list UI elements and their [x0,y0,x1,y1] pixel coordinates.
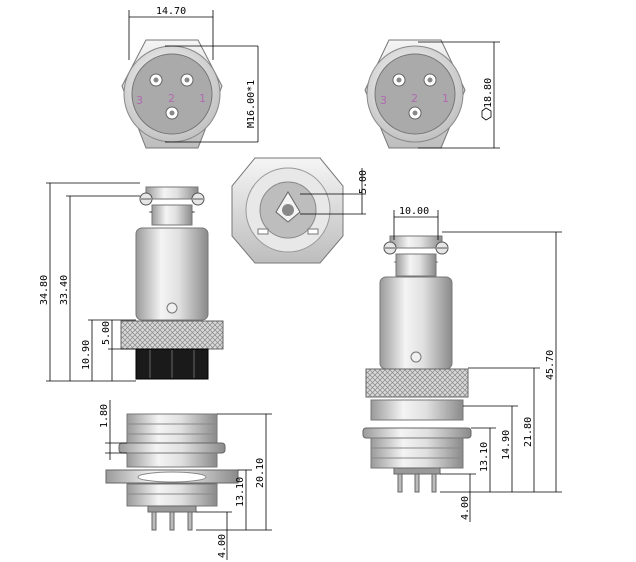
socket-side-view [362,235,472,493]
dim-label: 10.00 [399,206,429,217]
dim-label: 33.40 [59,275,70,305]
dim-label: 14.90 [501,430,512,460]
dim-plug-total-height: 34.80 [39,182,140,382]
dim-socket-lower-height: 21.80 [468,367,540,492]
dim-plug-pin-height: 5.00 [101,320,136,381]
dim-label: 13.10 [479,442,490,472]
dim-top-view-width: 14.70 [128,6,214,60]
dim-label: 10.90 [81,340,92,370]
dim-label: M16.00*1 [246,80,257,128]
mount-side-view [105,413,239,531]
dim-label: 45.70 [545,350,556,380]
dim-thread-size: M16.00*1 [165,45,259,143]
dim-bottom-pin-height: 4.00 [196,511,232,560]
dim-label: 18.80 [483,78,494,108]
dim-socket-thread-height: 13.10 [471,427,496,492]
dim-panel-width: 10.00 [393,206,439,240]
dim-label: 13.10 [235,477,246,507]
dim-label: 4.00 [217,534,228,558]
dim-pin-spacing: 5.00 [300,168,369,215]
pin-label-2: 2 [168,92,175,105]
plug-side-view [120,186,224,380]
pin-label-1: 1 [442,92,449,105]
dim-socket-pin-height: 4.00 [440,473,476,522]
dim-label: 4.00 [460,496,471,520]
plug-front-view: 3 2 1 [121,39,223,149]
dim-label: 5.00 [358,170,369,194]
hex-symbol-icon [481,107,492,121]
dim-label: 21.80 [523,417,534,447]
panel-rear-view [231,157,344,264]
dim-label: 1.80 [99,404,110,428]
pin-label-2: 2 [411,92,418,105]
dim-bottom-flange-thickness: 1.80 [99,400,127,460]
pin-label-1: 1 [199,92,206,105]
dim-bottom-total-height: 20.10 [196,413,272,531]
dim-hex-across-flats: 18.80 [418,41,500,149]
dim-bottom-thread-height: 13.10 [235,469,252,530]
dim-label: 34.80 [39,275,50,305]
dim-label: 14.70 [156,6,186,17]
dim-socket-mid-height: 14.90 [463,405,518,492]
dim-label: 20.10 [255,458,266,488]
dim-socket-total-height: 45.70 [440,231,562,493]
socket-front-view: 3 2 1 [364,39,466,149]
dim-label: 5.00 [101,321,112,345]
pin-label-3: 3 [136,94,143,107]
pin-label-3: 3 [380,94,387,107]
dim-plug-body-height: 33.40 [59,195,140,381]
